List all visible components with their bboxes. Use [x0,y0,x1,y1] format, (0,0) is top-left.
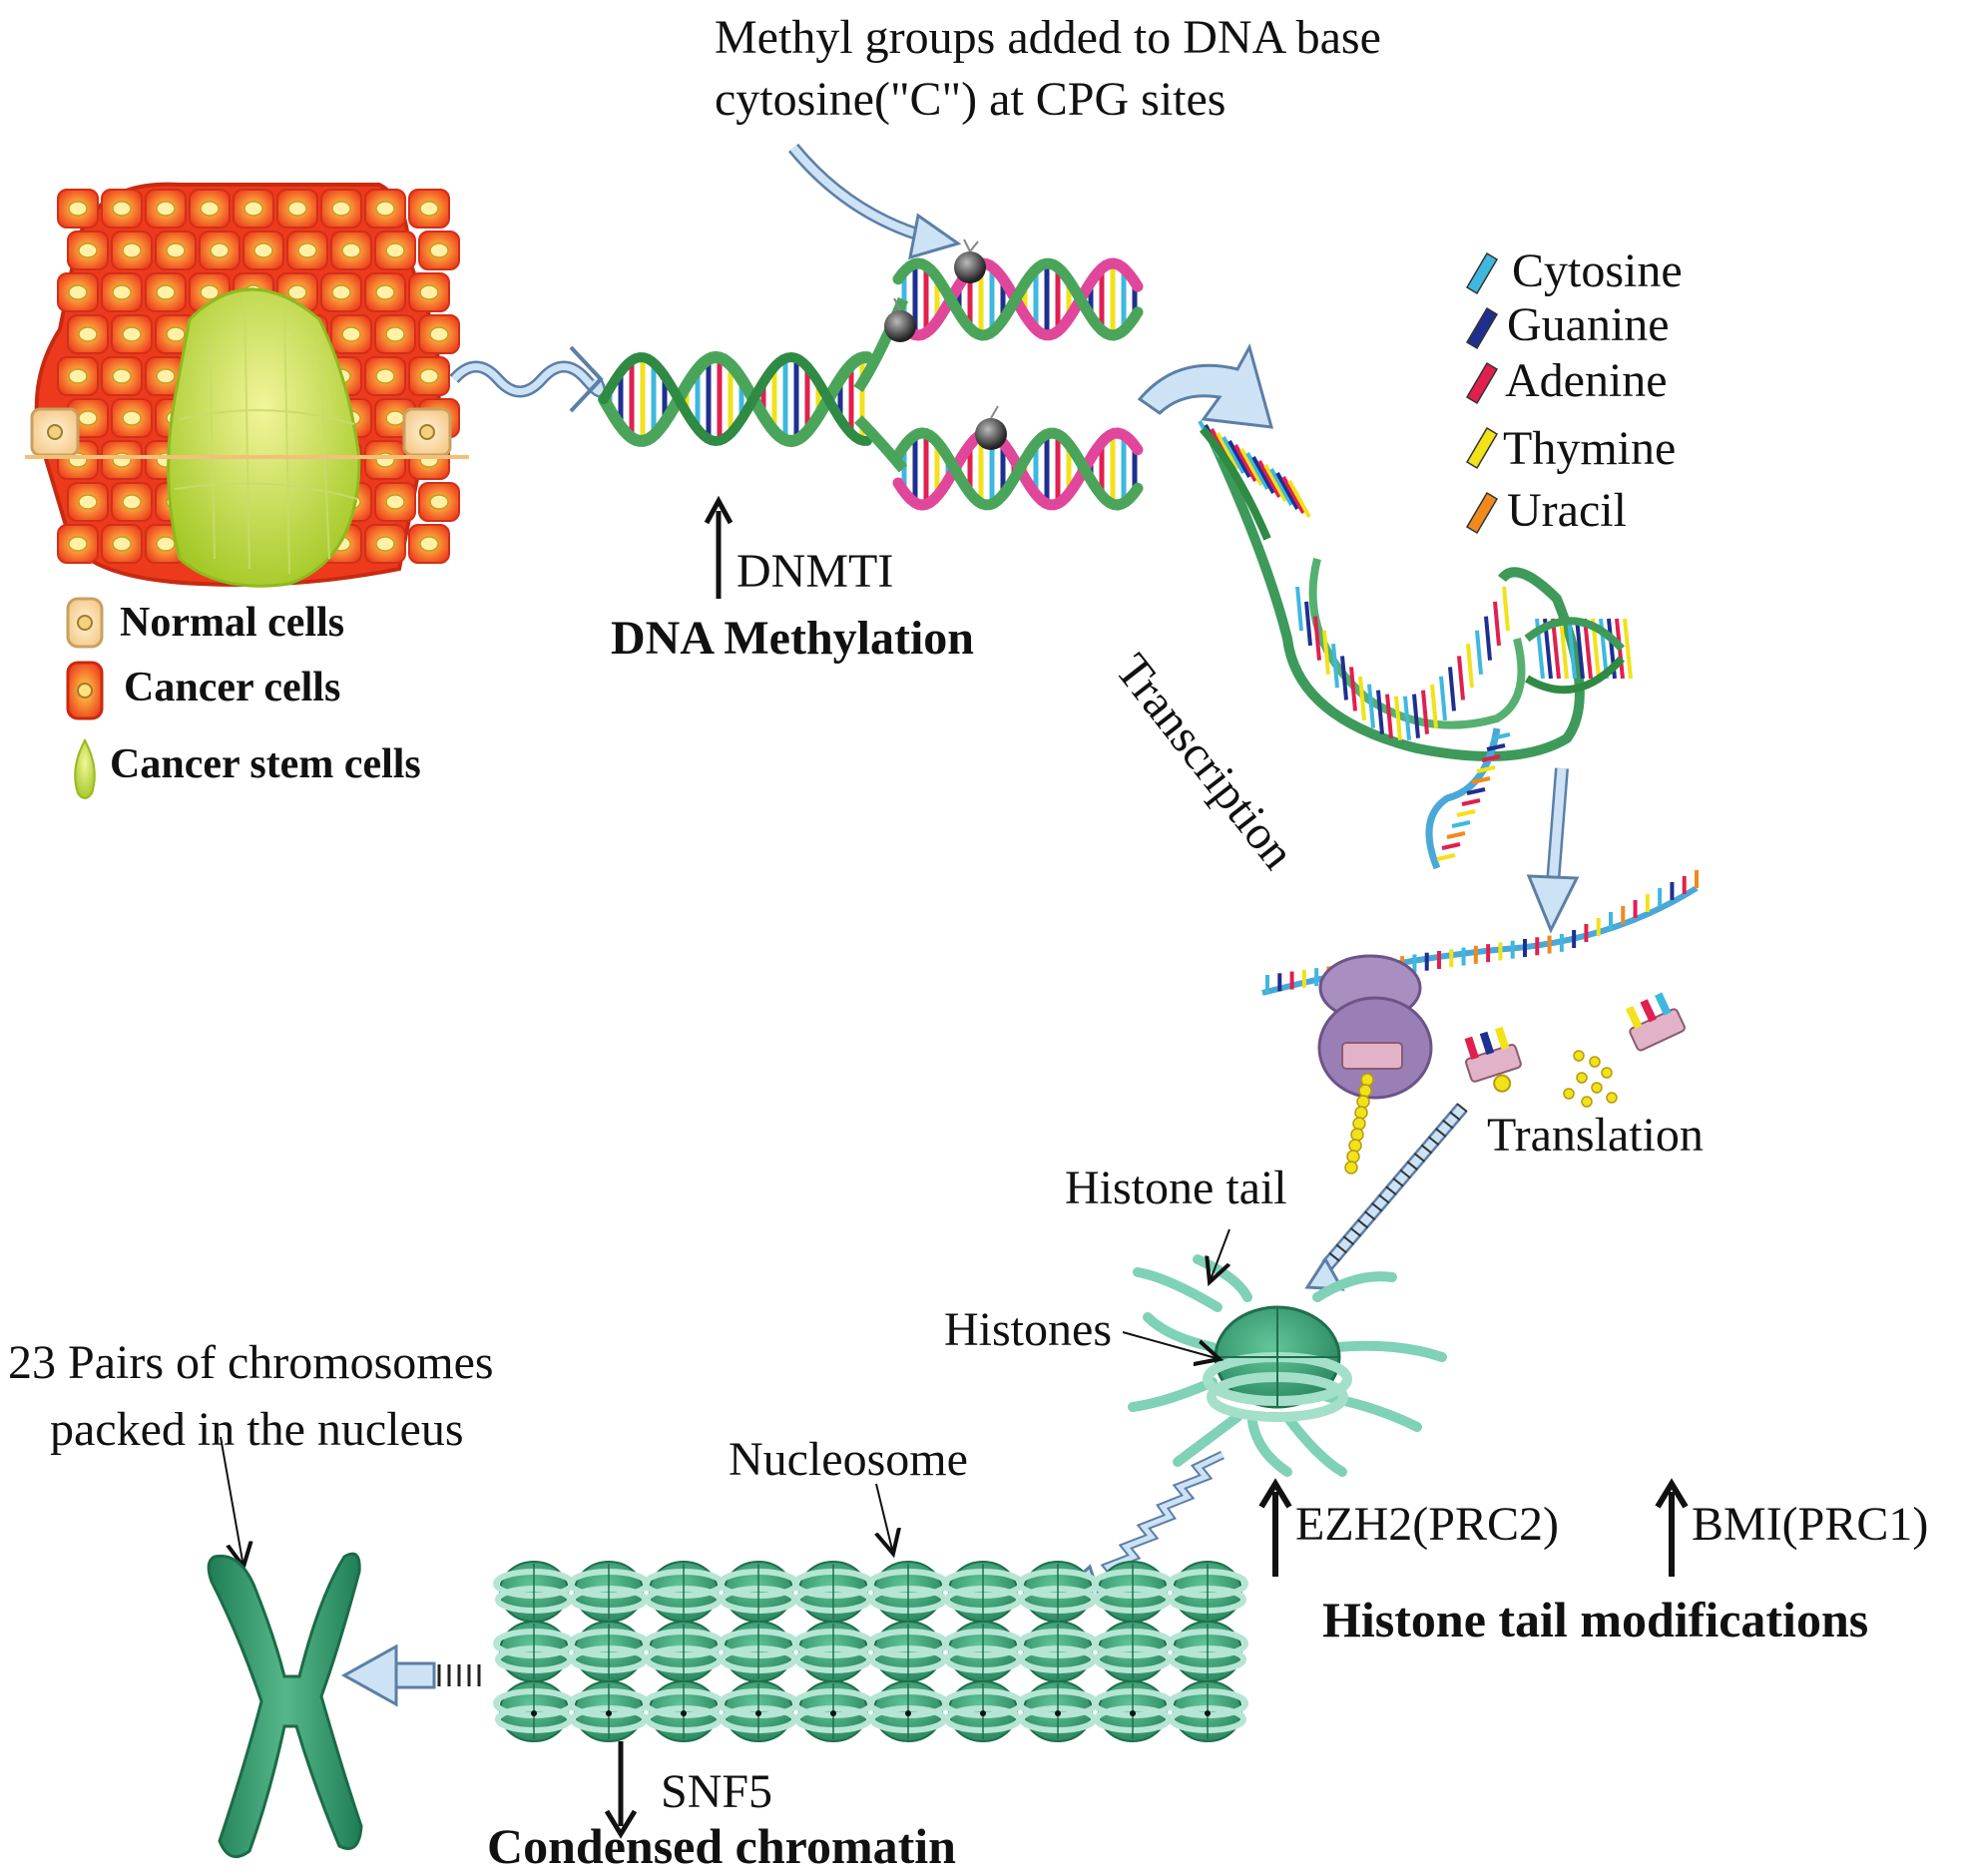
methyl-label-line2: cytosine("C") at CPG sites [715,73,1227,126]
snf5-down-arrow [604,1741,638,1839]
legend-cancer-cells: Cancer cells [124,665,341,710]
wavy-arrow-tissue-to-dna [449,345,607,413]
arrow-chromatin-to-chromosome [340,1643,481,1707]
tissue-cells-illustration [25,182,469,588]
cell-legend-icons [66,597,104,799]
legend-guanine: Guanine [1507,298,1670,351]
legend-normal-cells: Normal cells [120,600,345,646]
chromosome [207,1552,363,1859]
curved-arrow-to-transcription [1137,343,1274,429]
legend-cancer-stem-cells: Cancer stem cells [110,741,421,787]
cancer-stem-cell-icon [74,737,96,799]
histone-octamer [1128,1254,1447,1477]
dna-methylation-label: DNA Methylation [611,612,974,665]
legend-adenine: Adenine [1505,354,1668,407]
dna-helix-methylation [598,257,1144,511]
legend-cytosine: Cytosine [1512,244,1683,297]
legend-thymine: Thymine [1503,422,1677,475]
translation-label: Translation [1487,1109,1704,1162]
trna-molecules [1464,992,1686,1108]
chromosomes-label-line2: packed in the nucleus [50,1403,464,1456]
legend-uracil: Uracil [1507,484,1627,537]
dnmt-label: DNMTI [737,545,894,598]
condensed-chromatin-fiber [493,1561,1248,1742]
methyl-callout-arrow [787,143,962,260]
histone-callouts [220,1228,1229,1567]
dnmt-up-arrow [704,495,734,599]
histone-tail-modifications-label: Histone tail modifications [1322,1592,1869,1647]
snf5-label: SNF5 [661,1765,773,1818]
methyl-groups [884,238,1007,450]
histone-tail-label: Histone tail [1065,1162,1287,1214]
methyl-label-line1: Methyl groups added to DNA base [715,11,1381,64]
chromosomes-label-line1: 23 Pairs of chromosomes [8,1336,494,1389]
bmi-up-arrow [1655,1478,1689,1577]
peptide-chain [1344,1073,1374,1174]
ribosome [1317,954,1433,1174]
arrow-to-mrna [1526,767,1580,934]
transcription-bubble [1198,420,1633,870]
nucleosome-label: Nucleosome [729,1433,968,1486]
condensed-chromatin-label: Condensed chromatin [487,1818,956,1874]
ezh2-up-arrow [1258,1478,1292,1577]
histones-label: Histones [944,1303,1112,1356]
bmi-label: BMI(PRC1) [1692,1498,1929,1551]
arrow-translation-to-histones [1304,1103,1468,1291]
base-legend-swatches [1465,251,1499,535]
ezh2-label: EZH2(PRC2) [1295,1498,1559,1551]
